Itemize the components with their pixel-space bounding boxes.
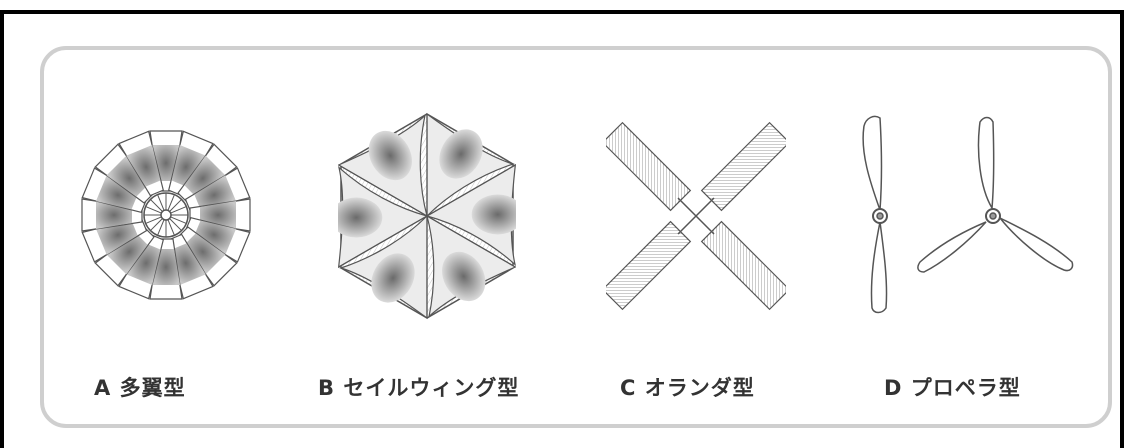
- label-propeller: D プロペラ型: [884, 376, 1021, 400]
- propeller-windmill-figure: [862, 115, 1074, 314]
- sail-wing-windmill-figure: [338, 112, 516, 320]
- label-multi-blade: A 多翼型: [94, 376, 186, 400]
- label-sail-wing: B セイルウィング型: [318, 376, 520, 400]
- multi-blade-windmill-figure: [81, 130, 251, 300]
- dutch-windmill-figure: [606, 121, 786, 311]
- label-dutch: C オランダ型: [620, 376, 755, 400]
